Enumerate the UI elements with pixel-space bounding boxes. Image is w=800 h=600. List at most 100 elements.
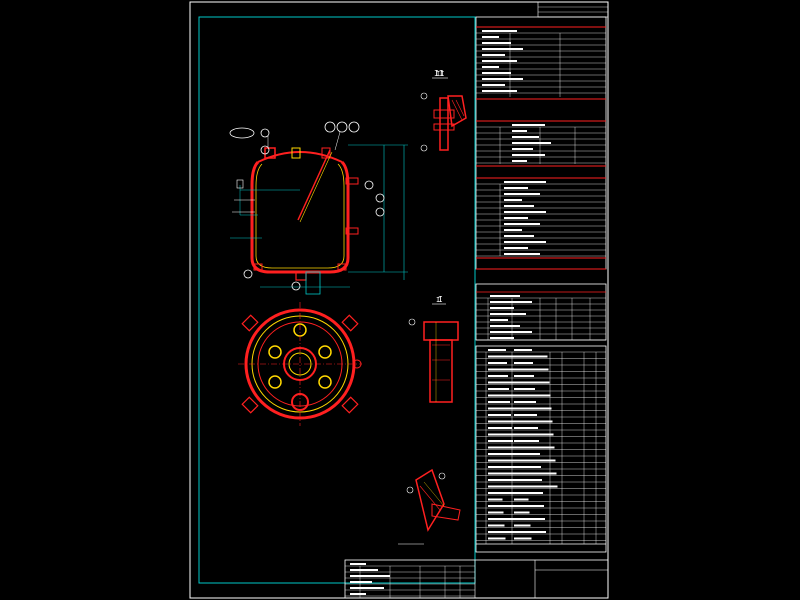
table-text-mark: [482, 72, 511, 74]
table-text-mark: [514, 472, 557, 475]
table-text-mark: [514, 531, 546, 533]
table-text-mark: [514, 518, 545, 520]
table-text-mark: [504, 217, 528, 219]
table-text-mark: [514, 505, 544, 507]
table-text-mark: [482, 48, 523, 50]
svg-text:I: I: [436, 296, 440, 304]
table-text-mark: [482, 78, 523, 80]
table-text-mark: [488, 498, 503, 501]
table-text-mark: [350, 593, 366, 595]
table-text-mark: [488, 388, 509, 390]
table-text-mark: [488, 433, 528, 436]
table-text-mark: [488, 472, 531, 475]
table-text-mark: [514, 349, 532, 351]
table-text-mark: [490, 295, 520, 297]
table-text-mark: [514, 362, 533, 364]
table-text-mark: [504, 223, 540, 225]
parts-list-rows: [476, 349, 606, 544]
table-text-mark: [490, 325, 520, 327]
table-text-mark: [482, 30, 517, 32]
table-text-mark: [512, 142, 551, 144]
table-text-mark: [350, 569, 378, 571]
table-text-mark: [488, 511, 504, 514]
table-text-mark: [482, 42, 511, 44]
table-text-mark: [488, 349, 506, 351]
table-text-mark: [504, 181, 546, 183]
table-text-mark: [512, 130, 527, 132]
table-text-mark: [514, 355, 548, 358]
table-text-mark: [504, 253, 540, 255]
table-text-mark: [514, 440, 539, 442]
table-text-mark: [488, 375, 508, 377]
table-text-mark: [488, 394, 525, 397]
table-text-mark: [514, 420, 553, 423]
table-text-mark: [482, 36, 499, 38]
table-text-mark: [350, 581, 372, 583]
section-label-ii: II: [434, 69, 444, 78]
section-label-i: I: [438, 295, 443, 304]
table-text-mark: [488, 427, 512, 429]
table-text-mark: [514, 466, 541, 468]
table-text-mark: [488, 362, 507, 364]
table-text-mark: [514, 537, 532, 540]
table-text-mark: [504, 193, 540, 195]
table-text-mark: [504, 247, 528, 249]
table-text-mark: [504, 211, 546, 213]
table-text-mark: [482, 90, 517, 92]
table-text-mark: [514, 388, 535, 390]
table-text-mark: [488, 453, 514, 455]
table-text-mark: [488, 355, 522, 358]
table-text-mark: [514, 381, 550, 384]
table-text-mark: [512, 148, 533, 150]
table-text-mark: [488, 368, 523, 371]
inner-border: [198, 16, 476, 584]
table-text-mark: [488, 524, 505, 527]
table-text-mark: [504, 199, 522, 201]
table-text-mark: [350, 563, 366, 565]
table-text-mark: [504, 235, 534, 237]
table-text-mark: [350, 575, 390, 577]
table-text-mark: [514, 485, 558, 488]
table-text-mark: [488, 446, 529, 449]
nozzle-table-rows: [476, 295, 606, 341]
table-text-mark: [504, 241, 546, 243]
parts-list-table: [475, 345, 607, 553]
title-block: [344, 559, 609, 599]
table-text-mark: [514, 453, 540, 455]
table-text-mark: [482, 84, 505, 86]
table-text-mark: [514, 433, 554, 436]
table-text-mark: [488, 492, 517, 494]
table-text-mark: [488, 407, 526, 410]
table-text-mark: [514, 401, 536, 403]
table-text-mark: [488, 485, 532, 488]
technical-table-rows: [476, 30, 606, 257]
table-text-mark: [514, 479, 542, 481]
table-text-mark: [514, 524, 531, 527]
table-text-mark: [512, 136, 539, 138]
table-text-mark: [514, 459, 556, 462]
table-text-mark: [488, 479, 516, 481]
table-text-mark: [488, 531, 520, 533]
table-text-mark: [488, 381, 524, 384]
table-text-mark: [488, 466, 515, 468]
table-text-mark: [482, 66, 499, 68]
table-text-mark: [514, 407, 552, 410]
table-text-mark: [490, 313, 526, 315]
top-right-small-table: [537, 1, 609, 18]
table-text-mark: [512, 124, 545, 126]
table-text-mark: [514, 427, 538, 429]
table-text-mark: [482, 60, 517, 62]
table-text-mark: [504, 187, 528, 189]
table-text-mark: [488, 420, 527, 423]
table-text-mark: [514, 446, 555, 449]
table-text-mark: [512, 154, 545, 156]
detail-ii: II: [420, 70, 467, 152]
table-text-mark: [514, 414, 537, 416]
table-text-mark: [488, 537, 506, 540]
table-text-mark: [482, 54, 505, 56]
table-text-mark: [488, 401, 510, 403]
table-text-mark: [504, 205, 534, 207]
vessel-plan-view: [238, 302, 362, 426]
detail-bottom: [398, 468, 461, 545]
